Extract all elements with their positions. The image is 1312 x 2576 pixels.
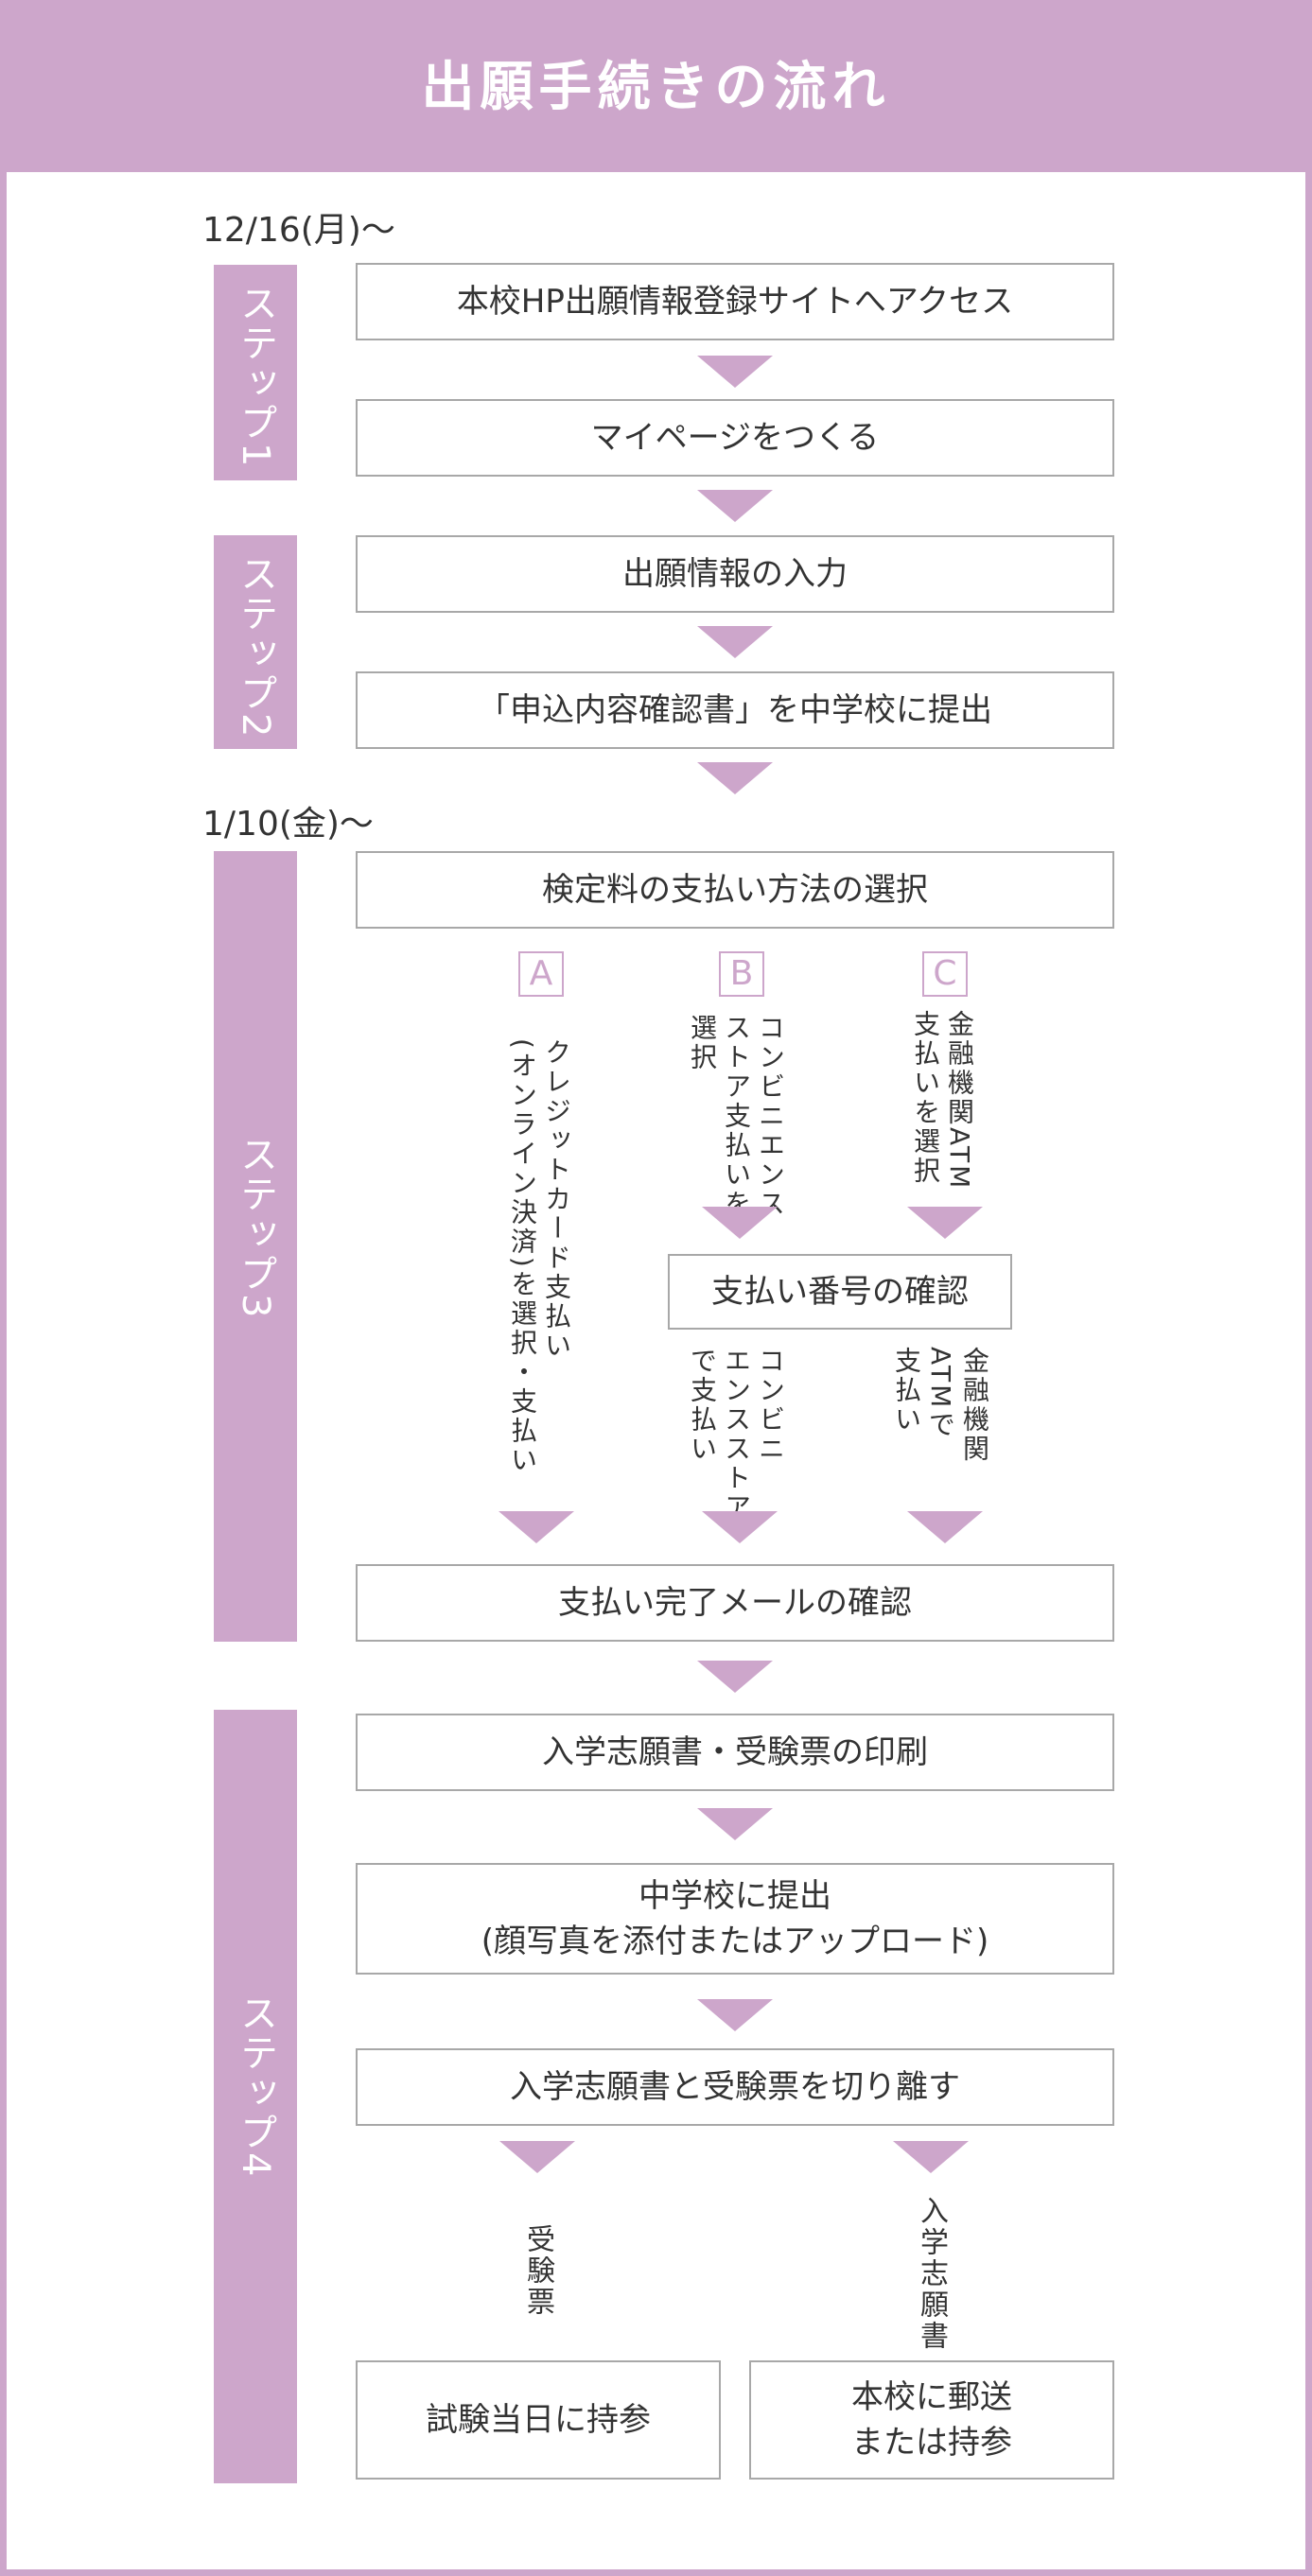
arrow-down-icon xyxy=(697,356,773,388)
title-bar: 出願手続きの流れ xyxy=(0,0,1312,172)
step-4-label: ステップ4 xyxy=(234,1993,277,2179)
step-1-label: ステップ1 xyxy=(234,284,277,469)
print-text: 入学志願書・受験票の印刷 xyxy=(542,1733,928,1771)
exam-ticket-label: 受験票 xyxy=(521,2224,554,2318)
option-b-badge: B xyxy=(719,951,764,997)
mypage-box: マイページをつくる xyxy=(356,399,1114,477)
step-4-bar: ステップ4 xyxy=(214,1710,297,2483)
arrow-down-icon xyxy=(697,762,773,794)
mail-line1: 本校に郵送 xyxy=(851,2378,1012,2416)
option-b-text: コンビニエンス ストア支払いを 選択 xyxy=(687,1014,786,1219)
exam-day-text: 試験当日に持参 xyxy=(426,2401,651,2439)
option-c-text: 金融機関ATM 支払いを選択 xyxy=(910,1010,975,1192)
arrow-down-icon xyxy=(697,490,773,522)
arrow-down-icon xyxy=(697,1661,773,1693)
arrow-down-icon xyxy=(907,1511,983,1543)
option-a-badge: A xyxy=(518,951,564,997)
option-a-text: クレジットカード支払い (オンライン決済)を選択・支払い xyxy=(507,1038,572,1475)
arrow-down-icon xyxy=(499,1511,574,1543)
input-info-box: 出願情報の入力 xyxy=(356,535,1114,613)
date-payment: 1/10(金)〜 xyxy=(202,805,374,844)
payment-select-text: 検定料の支払い方法の選択 xyxy=(542,871,928,909)
print-box: 入学志願書・受験票の印刷 xyxy=(356,1714,1114,1791)
arrow-down-icon xyxy=(499,2141,575,2173)
separate-box: 入学志願書と受験票を切り離す xyxy=(356,2048,1114,2126)
arrow-down-icon xyxy=(697,1808,773,1840)
payment-number-text: 支払い番号の確認 xyxy=(711,1273,969,1311)
access-site-text: 本校HP出願情報登録サイトへアクセス xyxy=(456,283,1014,321)
submit-school-line1: 中学校に提出 xyxy=(639,1877,831,1915)
page-title: 出願手続きの流れ xyxy=(421,57,891,118)
mail-box: 本校に郵送 または持参 xyxy=(749,2360,1114,2480)
step-2-label: ステップ2 xyxy=(234,554,277,740)
payment-complete-box: 支払い完了メールの確認 xyxy=(356,1564,1114,1642)
arrow-down-icon xyxy=(702,1511,778,1543)
option-b-pay-text: コンビニ エンスストア で支払い xyxy=(687,1347,786,1523)
payment-select-box: 検定料の支払い方法の選択 xyxy=(356,851,1114,929)
step-3-bar: ステップ3 xyxy=(214,851,297,1642)
submit-school-line2: (顔写真を添付またはアップロード) xyxy=(481,1923,989,1960)
step-3-label: ステップ3 xyxy=(234,1135,277,1320)
option-c-badge: C xyxy=(922,951,968,997)
payment-complete-text: 支払い完了メールの確認 xyxy=(558,1584,912,1622)
input-info-text: 出願情報の入力 xyxy=(622,555,848,593)
payment-number-box: 支払い番号の確認 xyxy=(668,1254,1012,1330)
arrow-down-icon xyxy=(697,1999,773,2031)
submit-confirm-text: 「申込内容確認書」を中学校に提出 xyxy=(478,691,992,729)
step-2-bar: ステップ2 xyxy=(214,535,297,749)
arrow-down-icon xyxy=(697,626,773,658)
mail-line2: または持参 xyxy=(851,2424,1012,2462)
date-registration: 12/16(月)〜 xyxy=(202,211,395,250)
arrow-down-icon xyxy=(893,2141,969,2173)
option-c-pay-text: 金融機関 ATMで 支払い xyxy=(891,1347,990,1464)
separate-text: 入学志願書と受験票を切り離す xyxy=(510,2068,960,2106)
application-label: 入学志願書 xyxy=(915,2196,948,2352)
mypage-text: マイページをつくる xyxy=(590,419,880,457)
access-site-box: 本校HP出願情報登録サイトへアクセス xyxy=(356,263,1114,340)
arrow-down-icon xyxy=(702,1207,778,1239)
submit-school-box: 中学校に提出 (顔写真を添付またはアップロード) xyxy=(356,1863,1114,1975)
submit-confirm-box: 「申込内容確認書」を中学校に提出 xyxy=(356,671,1114,749)
exam-day-box: 試験当日に持参 xyxy=(356,2360,721,2480)
step-1-bar: ステップ1 xyxy=(214,265,297,480)
arrow-down-icon xyxy=(907,1207,983,1239)
